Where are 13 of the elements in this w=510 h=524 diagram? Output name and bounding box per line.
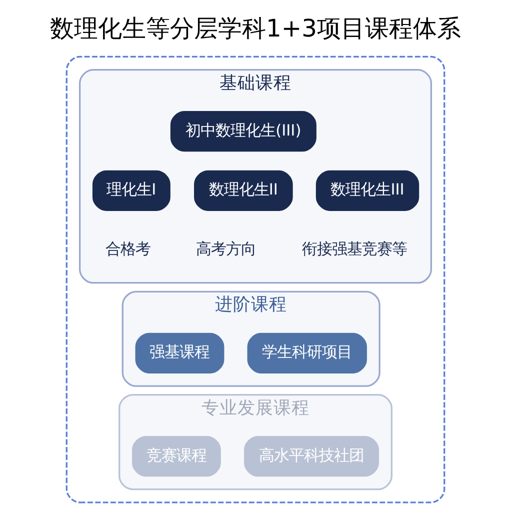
node-box: 强基课程 bbox=[134, 332, 224, 374]
diagram-title: 数理化生等分层学科1+3项目课程体系 bbox=[50, 14, 460, 42]
node-box: 竞赛课程 bbox=[131, 436, 220, 477]
node-box: 数理化生III bbox=[315, 170, 419, 211]
cluster bbox=[65, 56, 445, 504]
node-box: 初中数理化生(III) bbox=[170, 111, 316, 152]
node-box: 高水平科技社团 bbox=[243, 436, 379, 477]
node-box: 理化生I bbox=[92, 170, 170, 211]
node-label: 合格考 bbox=[105, 240, 150, 258]
node-label: 衔接强基竞赛等 bbox=[301, 240, 406, 258]
node-box: 数理化生II bbox=[194, 170, 292, 211]
node-box: 学生科研项目 bbox=[246, 332, 366, 374]
node-label: 高考方向 bbox=[195, 240, 256, 258]
